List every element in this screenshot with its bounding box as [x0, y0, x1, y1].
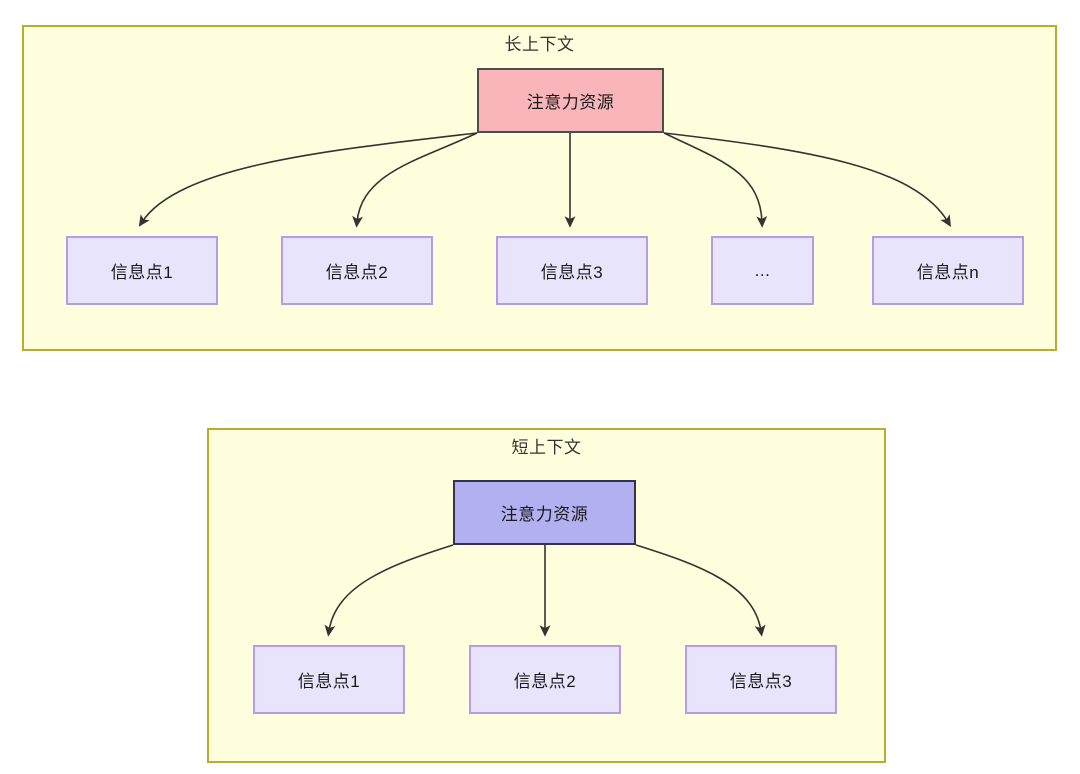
- long-context-info-label-n: 信息点n: [916, 263, 980, 282]
- short-context-info-label-3: 信息点3: [729, 672, 793, 691]
- long-context-attention-node[interactable]: 注意力资源: [477, 68, 664, 133]
- long-context-title: 长上下文: [504, 35, 575, 54]
- long-context-info-node-ellipsis[interactable]: ...: [711, 236, 814, 305]
- short-context-info-node-1[interactable]: 信息点1: [253, 645, 405, 714]
- short-context-info-node-2[interactable]: 信息点2: [469, 645, 621, 714]
- short-context-info-label-2: 信息点2: [513, 672, 577, 691]
- short-context-attention-label: 注意力资源: [500, 505, 589, 524]
- long-context-info-label-3: 信息点3: [540, 263, 604, 282]
- long-context-info-label-2: 信息点2: [325, 263, 389, 282]
- long-context-info-node-n[interactable]: 信息点n: [872, 236, 1024, 305]
- short-context-info-label-1: 信息点1: [297, 672, 361, 691]
- long-context-info-node-1[interactable]: 信息点1: [66, 236, 218, 305]
- long-context-info-node-2[interactable]: 信息点2: [281, 236, 433, 305]
- long-context-info-node-3[interactable]: 信息点3: [496, 236, 648, 305]
- long-context-attention-label: 注意力资源: [526, 93, 615, 112]
- short-context-info-node-3[interactable]: 信息点3: [685, 645, 837, 714]
- short-context-title: 短上下文: [511, 438, 582, 457]
- long-context-info-label-ellipsis: ...: [754, 260, 771, 280]
- short-context-attention-node[interactable]: 注意力资源: [453, 480, 636, 545]
- long-context-info-label-1: 信息点1: [110, 263, 174, 282]
